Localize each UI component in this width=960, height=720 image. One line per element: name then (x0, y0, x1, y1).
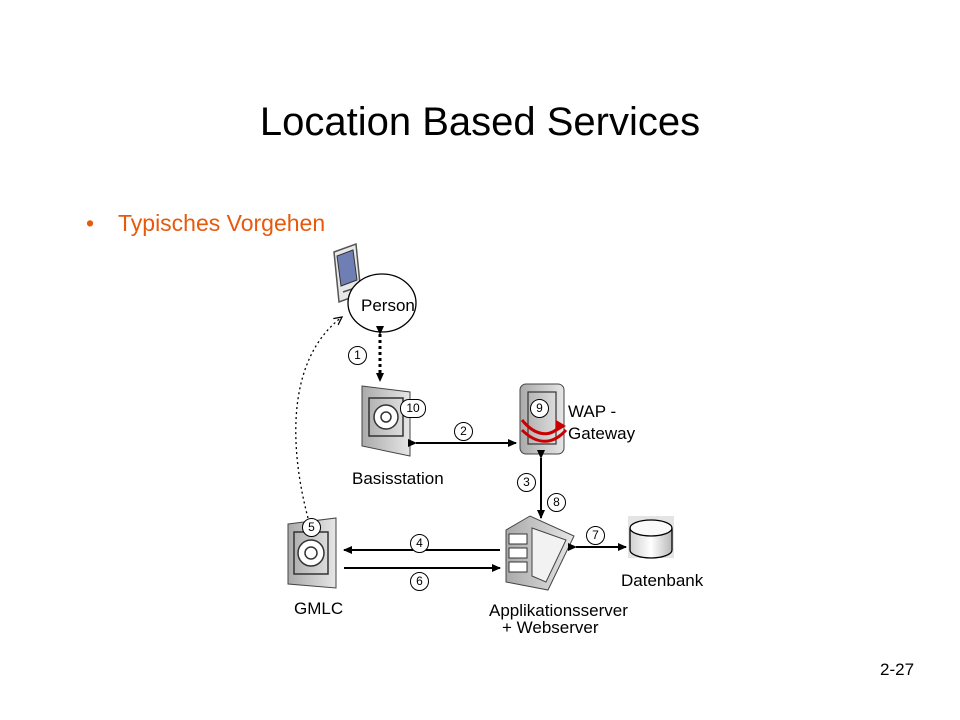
wap-label-line1: WAP - (568, 402, 617, 421)
step-5-badge: 5 (302, 518, 321, 537)
step-4-badge: 4 (410, 534, 429, 553)
step-10-badge: 10 (400, 399, 426, 418)
slide-number: 2-27 (880, 660, 915, 679)
basisstation-server-icon (361, 385, 411, 457)
appserver-icon (505, 515, 575, 591)
step-9-badge: 9 (530, 399, 549, 418)
appserver-label-line2: + Webserver (502, 618, 599, 637)
bullet-text: Typisches Vorgehen (118, 210, 326, 236)
step-7-badge: 7 (586, 526, 605, 545)
wap-gateway-icon (519, 383, 568, 455)
step-3-badge: 3 (517, 473, 536, 492)
step-2-badge: 2 (454, 422, 473, 441)
gmlc-label: GMLC (294, 599, 344, 618)
page-title: Location Based Services (259, 100, 701, 144)
gmlc-server-icon (287, 517, 337, 589)
basisstation-label: Basisstation (352, 469, 444, 488)
datenbank-icon (628, 516, 674, 559)
step-1-badge: 1 (348, 346, 367, 365)
bullet-item: • Typisches Vorgehen (86, 210, 325, 237)
person-label: Person (361, 296, 415, 315)
bullet-symbol: • (86, 210, 95, 236)
link-gmlc-pda (295, 317, 342, 519)
step-8-badge: 8 (547, 493, 566, 512)
datenbank-label: Datenbank (621, 571, 704, 590)
step-6-badge: 6 (410, 572, 429, 591)
wap-label-line2: Gateway (568, 424, 636, 443)
appserver-label-line1: Applikationsserver (489, 601, 628, 620)
